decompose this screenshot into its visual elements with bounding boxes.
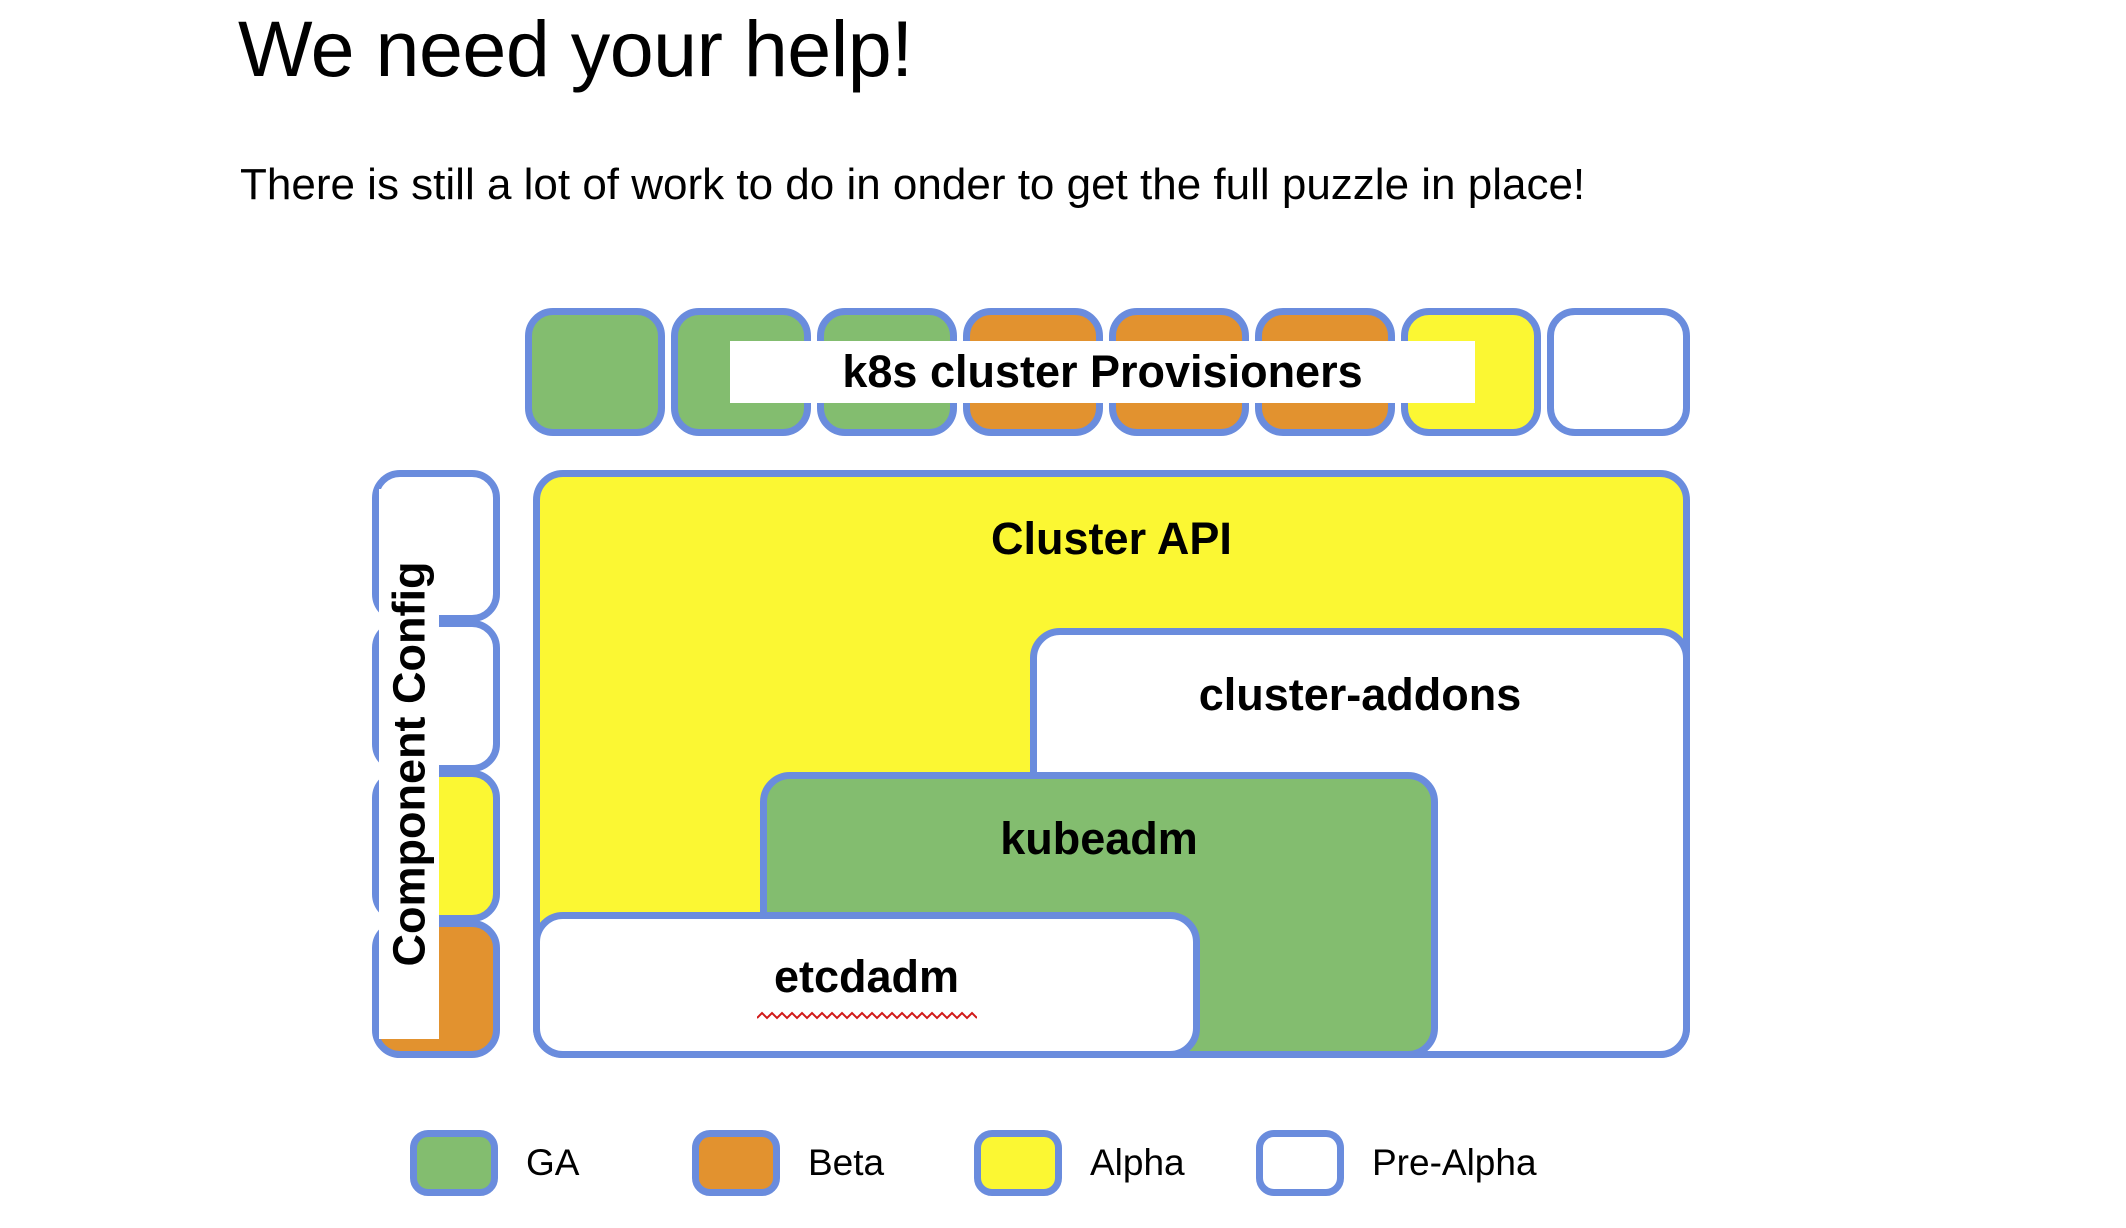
etcdadm-box[interactable]: etcdadm [533, 912, 1200, 1058]
k8s-cluster-provisioners-label: k8s cluster Provisioners [730, 341, 1475, 403]
cluster-api-label: Cluster API [991, 513, 1232, 564]
legend-label-pre-alpha: Pre-Alpha [1372, 1142, 1537, 1183]
legend-swatch-ga [410, 1130, 498, 1196]
legend-item-pre-alpha: Pre-Alpha [1256, 1130, 1537, 1196]
provisioner-box-1[interactable] [525, 308, 665, 436]
cluster-addons-label: cluster-addons [1198, 669, 1522, 720]
page-subtitle: There is still a lot of work to do in on… [240, 160, 1586, 209]
status-legend: GA Beta Alpha Pre-Alpha [410, 1130, 1690, 1196]
component-config-label: Component Config [379, 489, 439, 1039]
page-title: We need your help! [238, 4, 913, 93]
legend-label-ga: GA [526, 1142, 580, 1183]
legend-item-beta: Beta [692, 1130, 884, 1196]
legend-item-alpha: Alpha [974, 1130, 1185, 1196]
kubeadm-label: kubeadm [1000, 813, 1198, 864]
legend-item-ga: GA [410, 1130, 579, 1196]
etcdadm-label: etcdadm [773, 951, 960, 1002]
spellcheck-underline-icon [540, 1011, 1193, 1021]
legend-label-beta: Beta [808, 1142, 885, 1183]
provisioner-box-8[interactable] [1547, 308, 1690, 436]
legend-swatch-beta [692, 1130, 780, 1196]
component-config-label-text: Component Config [383, 561, 435, 967]
legend-swatch-alpha [974, 1130, 1062, 1196]
legend-label-alpha: Alpha [1090, 1142, 1185, 1183]
legend-swatch-pre-alpha [1256, 1130, 1344, 1196]
